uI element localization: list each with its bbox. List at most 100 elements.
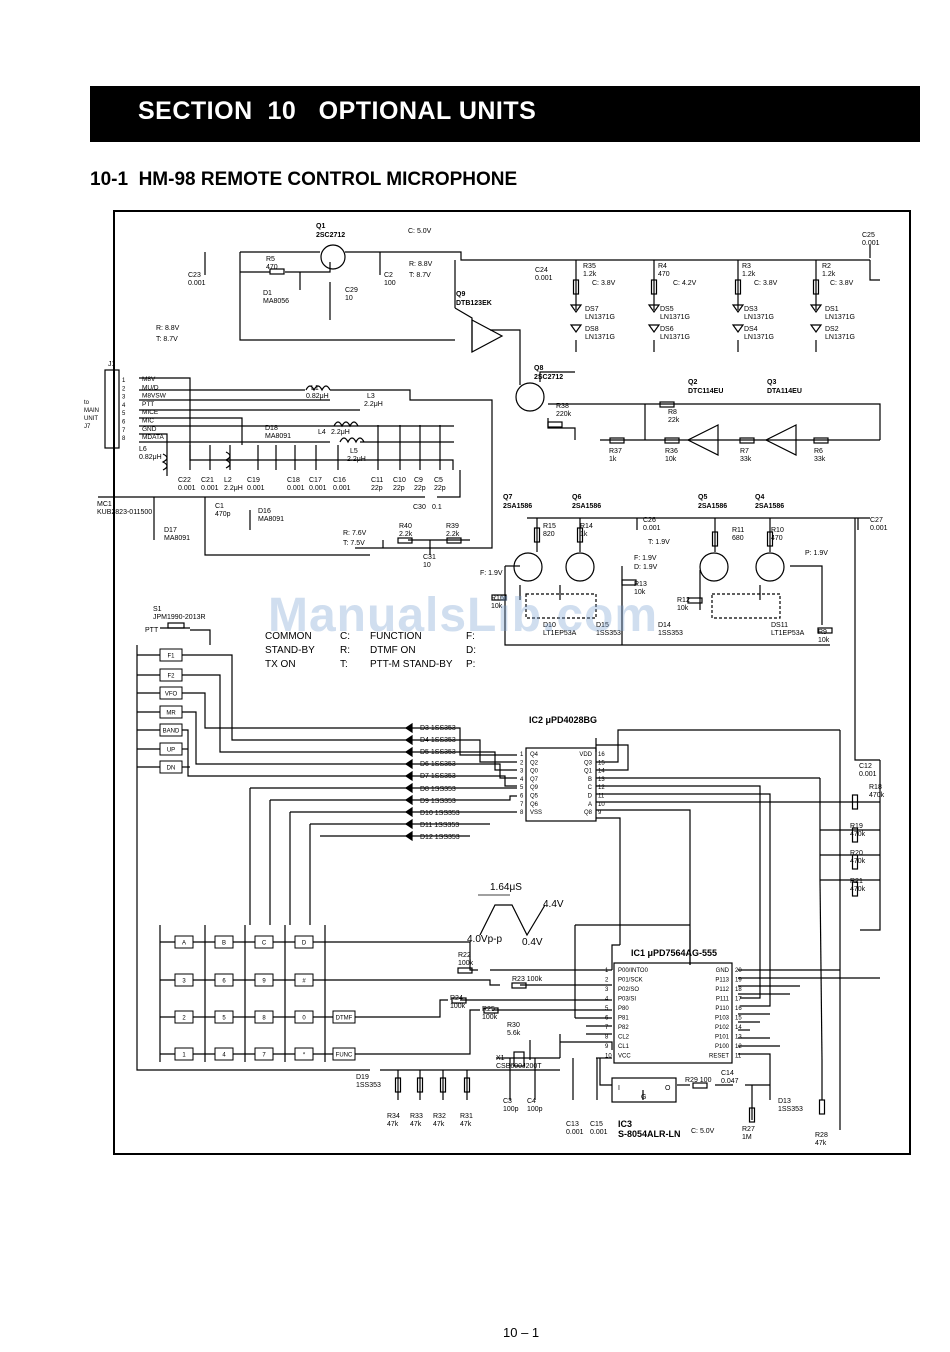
schematic-label: 0.001 — [535, 275, 553, 282]
schematic-label: 8 — [122, 436, 126, 442]
schematic-label: 0.001 — [247, 485, 265, 492]
schematic-label: 2 — [122, 386, 126, 392]
schematic-label: R: 8.8V — [156, 325, 180, 332]
schematic-label: 1SS353 — [596, 630, 621, 637]
section-title: SECTION 10 OPTIONAL UNITS — [138, 97, 537, 125]
side-key-vfo: VFO — [159, 686, 183, 700]
schematic-label: C3 — [503, 1098, 512, 1105]
keypad-key-hash: # — [294, 973, 314, 987]
schematic-label: 13 — [735, 1035, 742, 1041]
schematic-label: 5 — [520, 785, 524, 791]
schematic-label: R10 — [771, 527, 784, 534]
schematic-label: C31 — [423, 554, 436, 561]
schematic-label: R22 — [458, 952, 471, 959]
schematic-label: MAIN — [84, 408, 99, 414]
schematic-label: MA8056 — [263, 298, 289, 305]
schematic-label: Q8 — [584, 810, 593, 816]
schematic-label: 0 — [302, 1016, 306, 1022]
schematic-label: 9 — [262, 979, 266, 985]
schematic-label: 1SS353 — [658, 630, 683, 637]
schematic-label: VCC — [618, 1054, 631, 1060]
schematic-label: Q9 — [530, 785, 539, 791]
schematic-label: T: 8.7V — [156, 336, 178, 343]
side-key-up: UP — [159, 742, 183, 756]
resistor — [851, 794, 859, 810]
schematic-label: F2 — [167, 674, 175, 680]
resistor — [621, 579, 637, 586]
resistor — [812, 279, 820, 295]
resistor — [851, 881, 859, 897]
side-key-f1: F1 — [159, 648, 183, 662]
schematic-label: C25 — [862, 232, 875, 239]
schematic-label: R3 — [742, 263, 751, 270]
schematic-label: DTMF — [336, 1016, 353, 1022]
schematic-label: 14 — [735, 1025, 742, 1031]
schematic-label: COMMON — [265, 631, 312, 642]
schematic-label: M8V — [142, 376, 156, 383]
schematic-label: MR — [166, 711, 176, 717]
side-key-dn: DN — [159, 760, 183, 774]
keypad-key-6: 6 — [214, 973, 234, 987]
diode — [404, 734, 413, 746]
schematic-label: Q5 — [530, 794, 539, 800]
schematic-label: J1 — [108, 361, 116, 368]
led-diode — [569, 324, 583, 334]
schematic-label: S-8054ALR-LN — [618, 1129, 681, 1139]
schematic-label: # — [302, 979, 306, 985]
side-key-mr: MR — [159, 705, 183, 719]
schematic-label: 4 — [222, 1053, 226, 1059]
schematic-label: T: — [340, 659, 348, 670]
schematic-label: VFO — [165, 692, 178, 698]
schematic-label: * — [303, 1053, 306, 1059]
schematic-label: 2SA1586 — [755, 503, 784, 510]
schematic-label: LN1371G — [660, 314, 690, 321]
schematic-label: 47k — [433, 1121, 445, 1128]
schematic-label: 9 — [598, 810, 602, 816]
resistor — [446, 537, 462, 544]
schematic-label: 2SC2712 — [316, 232, 345, 239]
schematic-label: 100p — [503, 1106, 519, 1113]
schematic-label: 7 — [122, 428, 126, 434]
schematic-label: 3 — [182, 979, 186, 985]
schematic-label: P: — [466, 659, 475, 670]
schematic-label: C: 4.2V — [673, 280, 697, 287]
schematic-label: C13 — [566, 1121, 579, 1128]
schematic-label: P112 — [715, 987, 729, 993]
schematic-label: P101 — [715, 1035, 730, 1041]
schematic-label: P00/INTO0 — [618, 968, 649, 974]
diode — [404, 746, 413, 758]
schematic-label: VSS — [530, 810, 542, 816]
schematic-label: R15 — [543, 523, 556, 530]
schematic-label: 15 — [735, 1016, 742, 1022]
schematic-label: R37 — [609, 448, 622, 455]
schematic-label: 100k — [458, 960, 474, 967]
schematic-label: Q4 — [530, 752, 539, 758]
schematic-label: P02/SO — [618, 987, 639, 993]
schematic-label: 1 — [182, 1053, 186, 1059]
schematic-label: B — [588, 777, 592, 783]
schematic-label: 13 — [598, 777, 605, 783]
schematic-label: 15 — [598, 760, 605, 766]
schematic-label: PTT — [142, 401, 154, 408]
connector-j1 — [104, 369, 120, 449]
schematic-label: P: 1.9V — [805, 550, 828, 557]
schematic-label: R19 — [850, 823, 863, 830]
schematic-label: D5 1SS353 — [420, 749, 456, 756]
keypad-key-func: FUNC — [332, 1047, 356, 1061]
schematic-label: C21 — [201, 477, 214, 484]
schematic-label: C23 — [188, 272, 201, 279]
schematic-label: D14 — [658, 622, 671, 629]
schematic-label: P102 — [715, 1025, 730, 1031]
resistor — [463, 1077, 471, 1093]
schematic-label: C29 — [345, 287, 358, 294]
led-diode — [809, 324, 823, 334]
schematic-label: M8VSW — [142, 393, 167, 400]
schematic-label: 1.2k — [822, 271, 836, 278]
schematic-label: FUNCTION — [370, 631, 422, 642]
schematic-label: C: 5.0V — [691, 1128, 715, 1135]
schematic-label: R40 — [399, 523, 412, 530]
schematic-label: MA8091 — [265, 433, 291, 440]
resistor — [659, 401, 675, 408]
schematic-label: DS11 — [771, 622, 788, 629]
resistor — [739, 437, 755, 444]
